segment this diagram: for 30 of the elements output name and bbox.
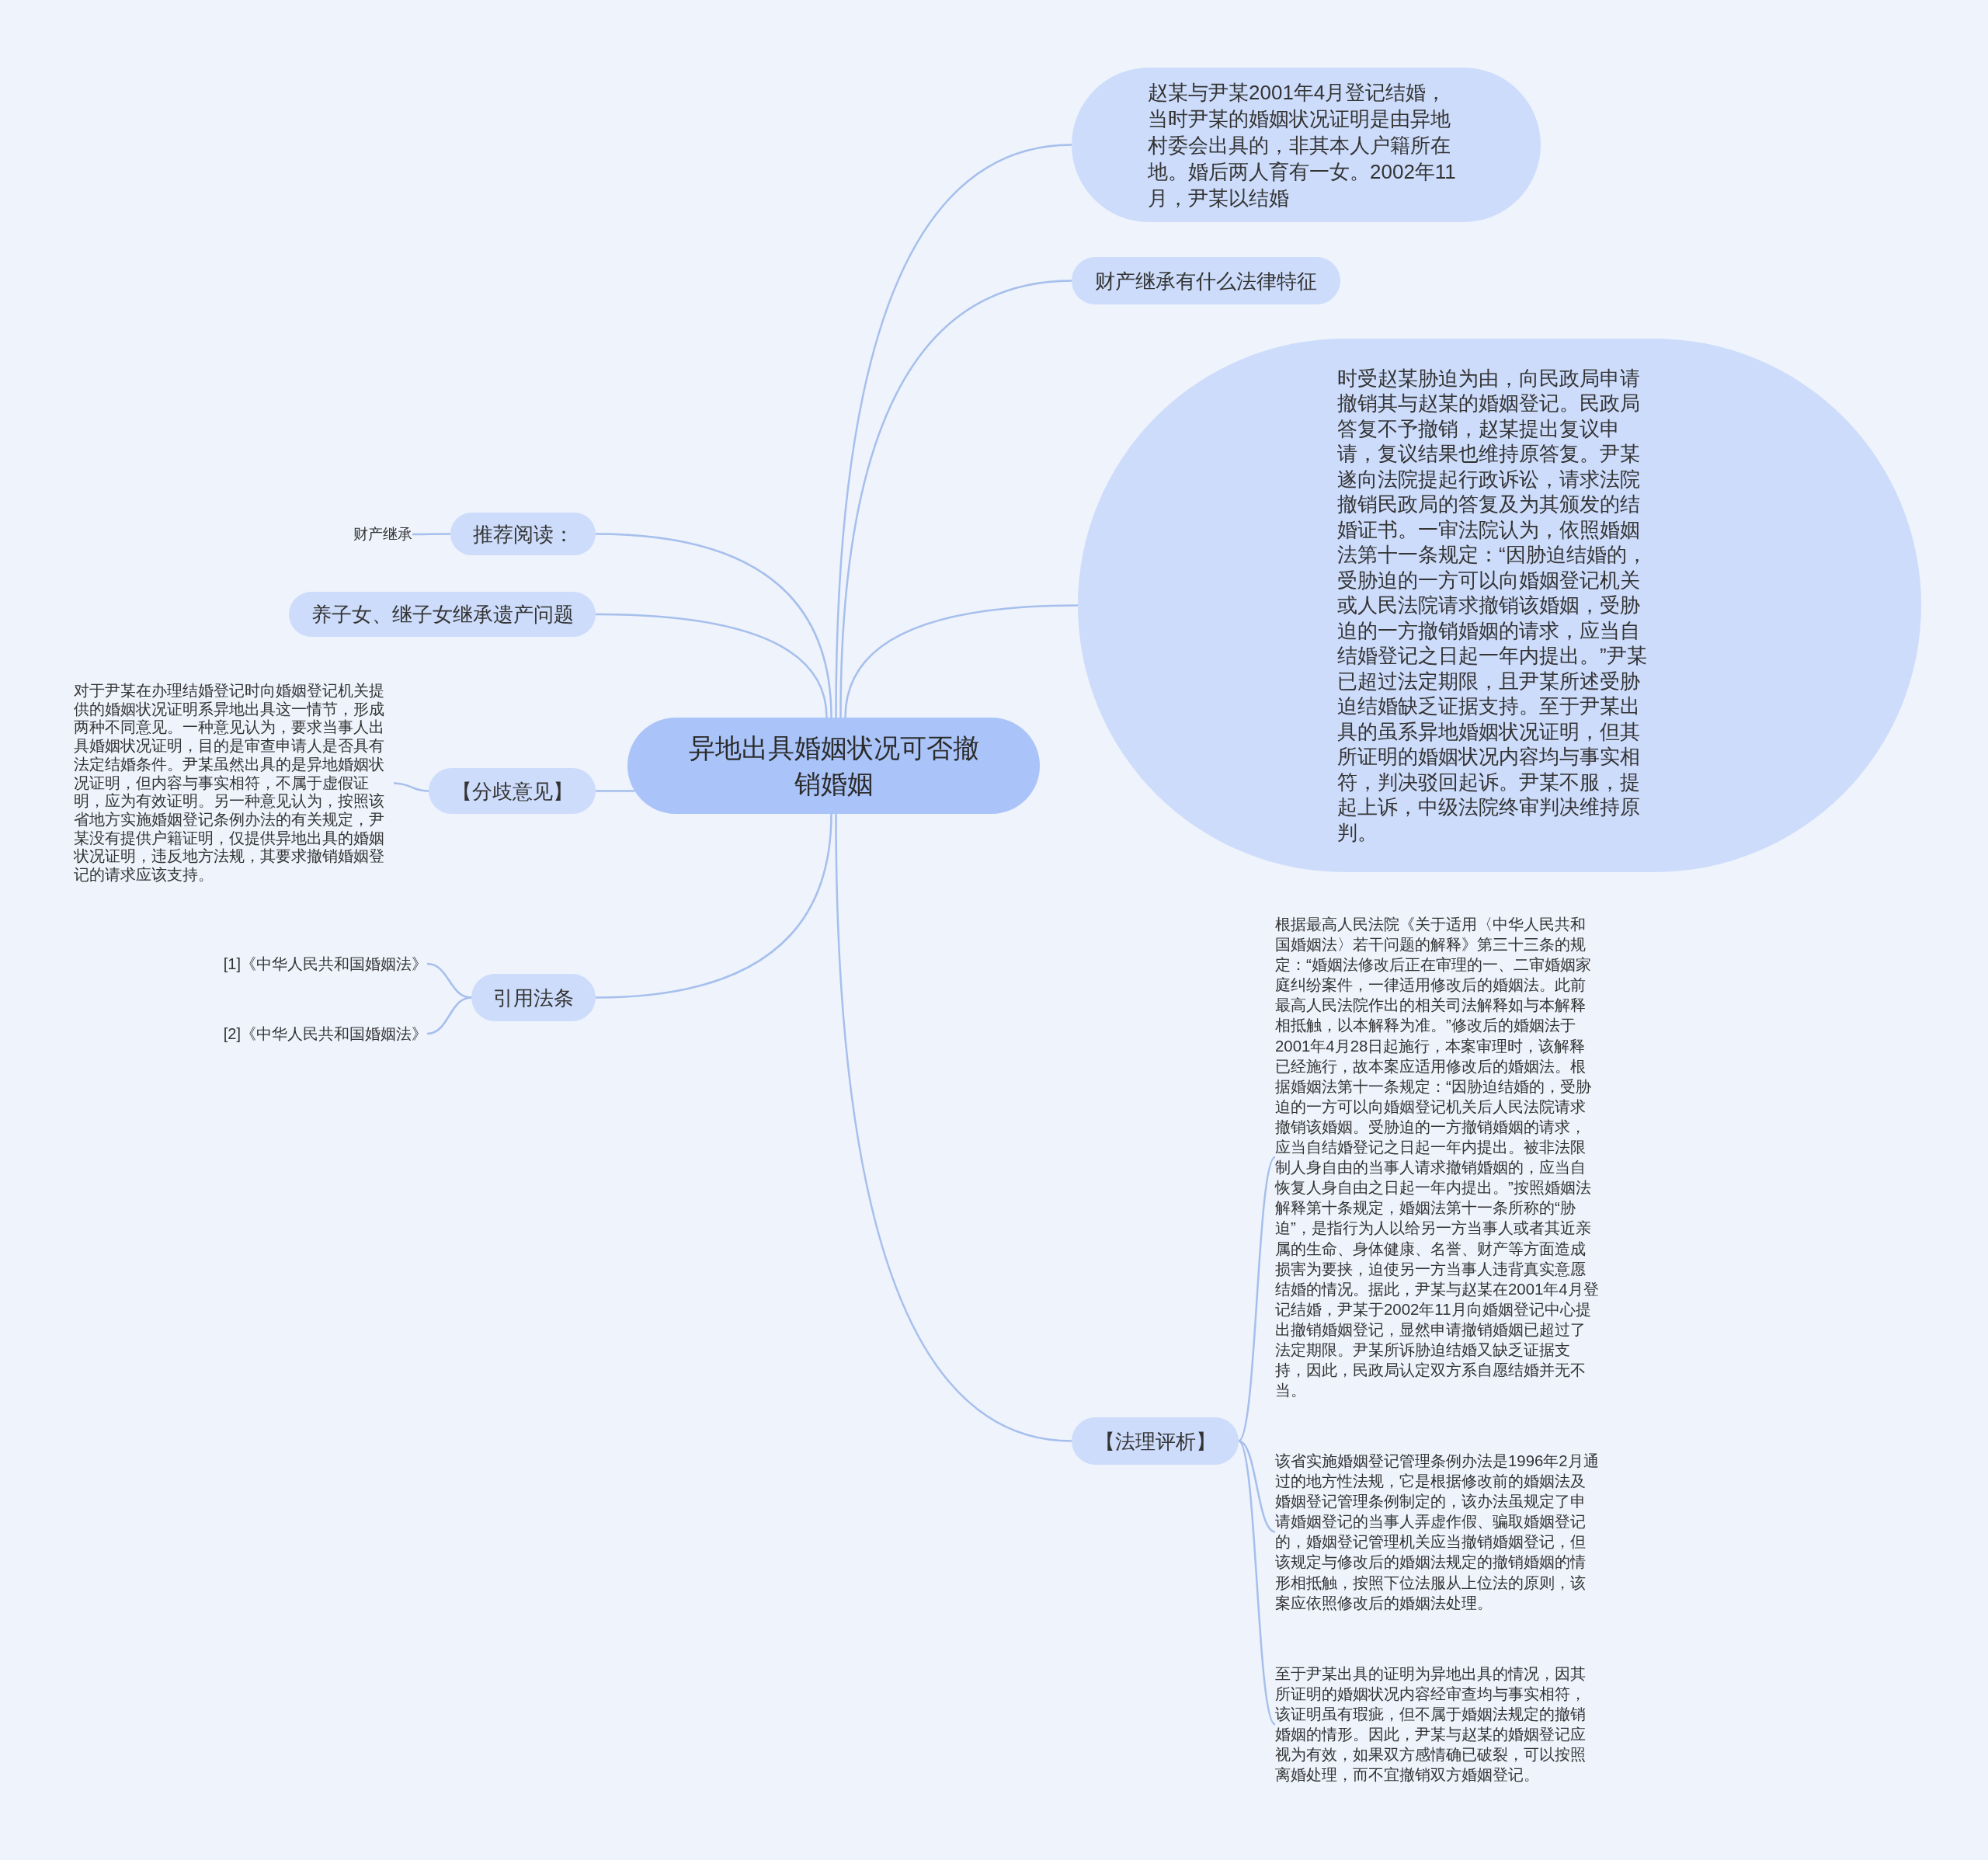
connector-line [1238,1440,1276,1533]
connector-line [595,613,828,718]
connector-line [844,604,1079,718]
paragraph: 该省实施婚姻登记管理条例办法是1996年2月通过的地方性法规，它是根据修改前的婚姻法及婚姻登记管理条例制定的，该办法虽规定了申请婚姻登记的当事人弄虚作假、骗取婚姻登记的，婚姻登记管理机关应当撤销婚姻登记，但该规定与修改后的婚姻法规定的撤销婚姻的情形相抵触，按照下位法服从上位法的原则，该案应依照修改后的婚姻法处理。 [1275,1451,1599,1613]
citation-text: [2]《中华人民共和国婚姻法》 [223,1024,427,1044]
topic-bubble: 【法理评析】 [1072,1417,1239,1465]
connector-line [1238,1156,1276,1442]
topic-bubble: 赵某与尹某2001年4月登记结婚，当时尹某的婚姻状况证明是由异地村委会出具的，非其本人户籍所在地。婚后两人育有一女。2002年11月，尹某以结婚 [1072,68,1541,222]
topic-bubble: 引用法条 [471,974,596,1021]
connector-line [393,782,429,792]
topic-bubble: 推荐阅读： [450,513,596,555]
connector-line [595,533,832,718]
connector-line [412,533,450,536]
connector-line [1238,1440,1276,1726]
connector-line [596,790,635,792]
connector-line [835,144,1072,718]
connector-line [835,813,1072,1442]
paragraph: 对于尹某在办理结婚登记时向婚姻登记机关提供的婚姻状况证明系异地出具这一情节，形成两种不同意见。一种意见认为，要求当事人出具婚姻状况证明，目的是审查申请人是否具有法定结婚条件。尹某虽然出具的是异地婚姻状况证明，但内容与事实相符，不属于虚假证明，应为有效证明。另一种意见认为，按照该省地方实施婚姻登记条例办法的有关规定，尹某没有提供户籍证明，仅提供异地出具的婚姻状况证明，违反地方法规，其要求撤销婚姻登记的请求应该支持。 [74,682,394,885]
note-text: 财产继承 [353,525,412,544]
connector-line [595,813,832,999]
central-topic-bubble: 异地出具婚姻状况可否撤销婚姻 [627,718,1040,814]
citation-text: [1]《中华人民共和国婚姻法》 [223,954,427,974]
topic-bubble: 养子女、继子女继承遗产问题 [289,592,596,637]
topic-bubble: 【分歧意见】 [429,768,596,814]
paragraph: 根据最高人民法院《关于适用〈中华人民共和国婚姻法〉若干问题的解释》第三十三条的规定：“婚姻法修改后正在审理的一、二审婚姻家庭纠纷案件，一律适用修改后的婚姻法。此前最高人民法院作出的相关司法解释如与本解释相抵触，以本解释为准。”修改后的婚姻法于2001年4月28日起施行，本案审理时，该解释已经施行，故本案应适用修改后的婚姻法。根据婚姻法第十一条规定：“因胁迫结婚的，受胁迫的一方可以向婚姻登记机关后人民法院请求撤销该婚姻。受胁迫的一方撤销婚姻的请求，应当自结婚登记之日起一年内提出。被非法限制人身自由的当事人请求撤销婚姻的，应当自恢复人身自由之日起一年内提出。”按照婚姻法解释第十条规定，婚姻法第十一条所称的“胁迫”，是指行为人以给另一方当事人或者其近亲属的生命、身体健康、名誉、财产等方面造成损害为要挟，迫使另一方当事人违背真实意愿结婚的情况。据此，尹某与赵某在2001年4月登记结婚，尹某于2002年11月向婚姻登记中心提出撤销婚姻登记，显然申请撤销婚姻已超过了法定期限。尹某所诉胁迫结婚又缺乏证据支持，因此，民政局认定双方系自愿结婚并无不当。 [1275,914,1599,1401]
connector-line [426,996,472,1035]
paragraph: 至于尹某出具的证明为异地出具的情况，因其所证明的婚姻状况内容经审查均与事实相符，该证明虽有瑕疵，但不属于婚姻法规定的撤销婚姻的情形。因此，尹某与赵某的婚姻登记应视为有效，如果双方感情确已破裂，可以按照离婚处理，而不宜撤销双方婚姻登记。 [1275,1664,1599,1785]
topic-bubble: 时受赵某胁迫为由，向民政局申请撤销其与赵某的婚姻登记。民政局答复不予撤销，赵某提出复议申请，复议结果也维持原答复。尹某遂向法院提起行政诉讼，请求法院撤销民政局的答复及为其颁发的结婚证书。一审法院认为，依照婚姻法第十一条规定：“因胁迫结婚的，受胁迫的一方可以向婚姻登记机关或人民法院请求撤销该婚姻，受胁迫的一方撤销婚姻的请求，应当自结婚登记之日起一年内提出。”尹某已超过法定期限，且尹某所述受胁迫结婚缺乏证据支持。至于尹某出具的虽系异地婚姻状况证明，但其所证明的婚姻状况内容均与事实相符，判决驳回起诉。尹某不服，提起上诉，中级法院终审判决维持原判。 [1078,339,1921,872]
connector-line [839,280,1072,718]
topic-bubble: 财产继承有什么法律特征 [1072,257,1340,304]
